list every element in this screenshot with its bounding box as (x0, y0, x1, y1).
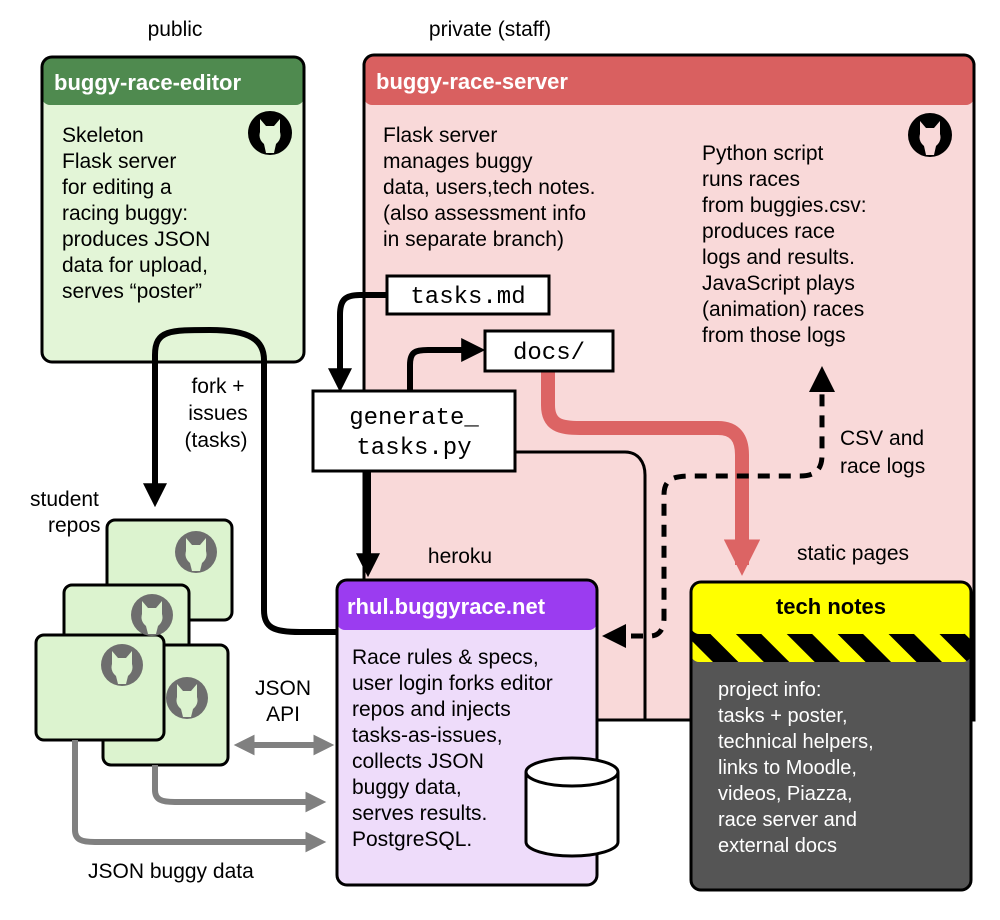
github-icon (908, 113, 952, 157)
json-data-arrow-1 (152, 765, 327, 813)
server-border (362, 53, 976, 722)
json-data-arrow-2 (72, 740, 327, 853)
github-icon (248, 111, 292, 155)
heroku-border (335, 578, 599, 887)
editor-border (40, 55, 306, 364)
heroku-label: heroku (428, 545, 492, 568)
heroku-line-4: collects JSON (352, 750, 484, 773)
buggy-race-editor-box: buggy-race-editor Skeleton Flask server … (40, 55, 306, 364)
server-right-line-0: Python script (702, 142, 824, 165)
student-repos-label-0: student (30, 488, 99, 511)
heroku-header (337, 580, 597, 630)
generate-label-line-1: generate_ (349, 405, 479, 432)
editor-line-4: produces JSON (62, 228, 210, 251)
generate-to-docs-arrow (407, 338, 486, 392)
fork-issues-label-1: issues (188, 402, 248, 425)
generate-label-line-2: tasks.py (356, 435, 471, 462)
tech-notes-border (689, 580, 973, 892)
heroku-line-3: tasks-as-issues, (352, 724, 503, 747)
csv-logs-label-0: CSV and (840, 427, 924, 450)
heroku-line-2: repos and injects (352, 698, 511, 721)
heroku-line-6: serves results. (352, 802, 487, 825)
docs-label: docs/ (513, 340, 585, 367)
tech-notes-line-1: tasks + poster, (718, 705, 848, 727)
fork-issues-label-2: (tasks) (185, 429, 248, 452)
database-icon (524, 756, 620, 858)
server-right-line-4: logs and results. (702, 246, 855, 269)
server-left-line-0: Flask server (383, 124, 497, 147)
server-right-line-1: runs races (702, 168, 800, 191)
heroku-title: rhul.buggyrace.net (347, 594, 546, 619)
csv-logs-arrow-left (602, 624, 626, 648)
csv-logs-arrow-up (809, 366, 835, 392)
server-left-line-4: in separate branch) (383, 228, 564, 251)
tech-notes-title: tech notes (776, 594, 886, 619)
json-api-label-0: JSON (255, 677, 311, 700)
tech-notes-line-4: videos, Piazza, (718, 783, 853, 805)
editor-line-1: Flask server (62, 150, 176, 173)
docs-to-technotes-arrow (541, 372, 761, 576)
github-icon (166, 677, 208, 719)
editor-line-5: data for upload, (62, 254, 208, 277)
tech-notes-line-0: project info: (718, 679, 821, 701)
heroku-line-0: Race rules & specs, (352, 646, 539, 669)
section-label-private: private (staff) (429, 18, 551, 41)
heroku-line-1: user login forks editor (352, 672, 553, 695)
server-right-line-2: from buggies.csv: (702, 194, 867, 217)
buggy-race-server-box: buggy-race-server Flask server manages b… (362, 53, 976, 722)
server-header (364, 55, 974, 105)
server-title: buggy-race-server (376, 69, 568, 94)
server-left-line-1: manages buggy (383, 150, 533, 173)
generate-server-link (516, 450, 647, 720)
editor-line-3: racing buggy: (62, 202, 188, 225)
editor-line-2: for editing a (62, 176, 172, 199)
student-repo-card (34, 633, 166, 742)
server-right-line-6: (animation) races (702, 298, 864, 321)
heroku-line-7: PostgreSQL. (352, 828, 472, 851)
editor-line-6: serves “poster” (62, 280, 202, 303)
server-left-line-2: data, users,tech notes. (383, 176, 595, 199)
server-right-line-3: produces race (702, 220, 835, 243)
section-label-public: public (148, 18, 203, 41)
heroku-app-box: rhul.buggyrace.net Race rules & specs, u… (335, 578, 620, 887)
tech-notes-line-6: external docs (718, 835, 837, 857)
docs-folder: docs/ (483, 329, 615, 373)
server-left-line-3: (also assessment info (383, 202, 586, 225)
generate-tasks-script: generate_ tasks.py (311, 389, 517, 473)
json-api-label-1: API (266, 703, 300, 726)
json-buggy-data-label: JSON buggy data (88, 860, 254, 883)
student-repos-label-1: repos (48, 514, 101, 537)
editor-line-0: Skeleton (62, 124, 144, 147)
static-pages-label: static pages (797, 542, 909, 565)
tech-notes-header (691, 582, 971, 634)
tasks-md-file: tasks.md (385, 274, 551, 316)
editor-header (42, 57, 304, 105)
github-icon (175, 531, 217, 573)
tasks-md-label: tasks.md (410, 284, 525, 311)
github-icon (131, 594, 173, 636)
editor-body (42, 57, 304, 362)
github-icon (101, 644, 143, 686)
server-right-line-5: JavaScript plays (702, 272, 855, 295)
heroku-line-5: buggy data, (352, 776, 462, 799)
tech-notes-line-5: race server and (718, 809, 857, 831)
fork-issues-label-0: fork + (191, 375, 244, 398)
editor-title: buggy-race-editor (54, 70, 241, 95)
server-right-line-7: from those logs (702, 324, 846, 347)
tasks-to-generate-arrow (328, 292, 390, 393)
tech-notes-box: tech notes project info: tasks + poster,… (689, 580, 973, 892)
csv-logs-dashed-line (610, 385, 825, 639)
fork-line (152, 326, 340, 635)
csv-logs-label-1: race logs (840, 455, 925, 478)
tech-notes-line-2: technical helpers, (718, 731, 874, 753)
tech-notes-line-3: links to Moodle, (718, 757, 857, 779)
